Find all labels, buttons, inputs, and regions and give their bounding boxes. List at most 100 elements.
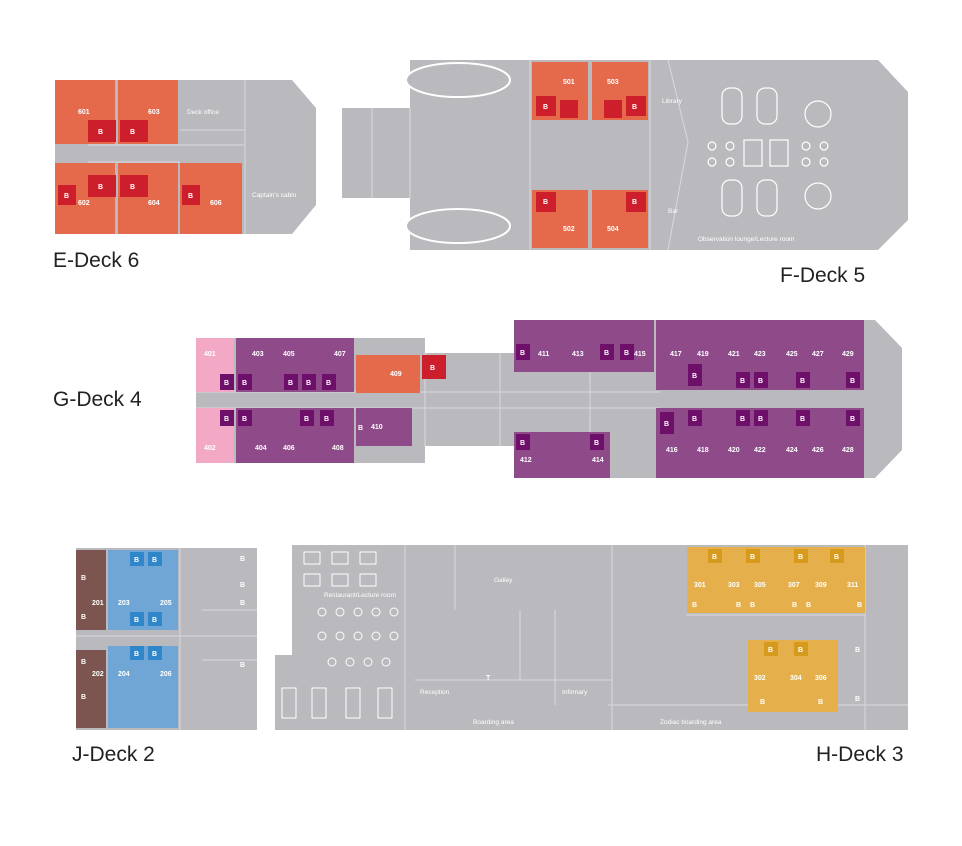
bed-marker: B xyxy=(98,129,103,136)
cabin-label: 203 xyxy=(118,600,130,607)
toilet-marker: T xyxy=(486,675,491,682)
bed-marker: B xyxy=(64,193,69,200)
bathroom-block xyxy=(626,96,646,116)
bathroom-blocks xyxy=(130,552,162,660)
bed-marker: B xyxy=(800,378,805,385)
bed-marker: B xyxy=(543,199,548,206)
area-label-deck-office: Deck office xyxy=(187,109,219,116)
bed-marker: B xyxy=(800,416,805,423)
bed-marker: B xyxy=(81,694,86,701)
cabin-label: 503 xyxy=(607,79,619,86)
lounge-tables xyxy=(707,87,832,217)
bed-markers: B B B B B B B B B B B B B B xyxy=(81,556,245,701)
area-label-reception: Reception xyxy=(420,689,450,696)
bed-marker: B xyxy=(692,373,697,380)
cabin-label: 604 xyxy=(148,200,160,207)
deck-h3: 301 303 305 307 309 311 302 304 306 B B … xyxy=(275,545,908,730)
bed-marker: B xyxy=(324,416,329,423)
bed-markers: B B B B B B B B B B B B B B B B B B B B … xyxy=(224,350,855,447)
bed-marker: B xyxy=(855,647,860,654)
area-label-observation: Observation lounge/Lecture room xyxy=(698,236,794,243)
bed-marker: B xyxy=(624,350,629,357)
bed-marker: B xyxy=(240,582,245,589)
bathroom-block xyxy=(560,100,578,118)
bed-marker: B xyxy=(798,554,803,561)
bathroom-block xyxy=(120,120,148,142)
bed-marker: B xyxy=(692,416,697,423)
deck-f5: 501 503 502 504 B B B B Library Bar Obse… xyxy=(342,59,908,251)
area-label-bar: Bar xyxy=(668,208,679,215)
cabin-label: 411 xyxy=(538,351,549,358)
bed-marker: B xyxy=(768,647,773,654)
cabin-label: 405 xyxy=(283,351,295,358)
bathroom-block xyxy=(88,175,116,197)
cabin-label: 606 xyxy=(210,200,222,207)
bed-marker: B xyxy=(240,600,245,607)
bed-marker: B xyxy=(712,554,717,561)
cabin-label: 415 xyxy=(634,351,646,358)
cabin-label: 204 xyxy=(118,671,130,678)
cabin-label: 408 xyxy=(332,445,344,452)
deck-j2: 201 203 205 202 204 206 B B B B B B B B … xyxy=(76,548,257,730)
bed-marker: B xyxy=(130,129,135,136)
deck-j2-hull-lines xyxy=(76,548,257,730)
cabin-409-area xyxy=(356,355,420,393)
bed-marker: B xyxy=(224,380,229,387)
cabin-label: 403 xyxy=(252,351,264,358)
bed-marker: B xyxy=(594,440,599,447)
bed-marker: B xyxy=(818,699,823,706)
bed-marker: B xyxy=(152,617,157,624)
cabin-label: 413 xyxy=(572,351,584,358)
cabin-label: 422 xyxy=(754,447,766,454)
bathroom-block xyxy=(536,192,556,212)
bed-marker: B xyxy=(750,554,755,561)
bed-marker: B xyxy=(242,380,247,387)
cabin-row-gold xyxy=(748,640,838,712)
bed-marker: B xyxy=(188,193,193,200)
cabin-label: 427 xyxy=(812,351,824,358)
cabin-label: 425 xyxy=(786,351,798,358)
cabin-label: 406 xyxy=(283,445,295,452)
lifeboat xyxy=(405,208,511,244)
bed-marker: B xyxy=(81,614,86,621)
bed-marker: B xyxy=(855,696,860,703)
bed-marker: B xyxy=(604,350,609,357)
bed-marker: B xyxy=(632,104,637,111)
area-label-library: Library xyxy=(662,98,683,105)
area-label-boarding: Boarding area xyxy=(473,719,514,726)
cabin-label: 428 xyxy=(842,447,854,454)
cabin-202-area xyxy=(76,650,106,728)
bed-markers: B B B B B B B B B B B B B B B B xyxy=(692,554,862,706)
bed-marker: B xyxy=(740,416,745,423)
deck-title-f5: F-Deck 5 xyxy=(780,264,866,287)
bed-marker: B xyxy=(240,556,245,563)
cabin-label: 412 xyxy=(520,457,532,464)
cabin-label: 423 xyxy=(754,351,766,358)
cabin-label: 303 xyxy=(728,582,740,589)
bed-marker: B xyxy=(430,365,435,372)
bathroom-blocks xyxy=(220,344,860,450)
bathroom-block xyxy=(536,96,556,116)
cabin-label: 421 xyxy=(728,351,740,358)
area-label-captains-cabin: Captain's cabin xyxy=(252,192,297,199)
cabin-label: 502 xyxy=(563,226,575,233)
cabin-label: 424 xyxy=(786,447,798,454)
bathroom-block xyxy=(120,175,148,197)
cabin-label: 404 xyxy=(255,445,267,452)
cabin-label: 418 xyxy=(697,447,709,454)
cabin-label: 304 xyxy=(790,675,802,682)
deck-g4: 401 403 405 407 409 411 413 415 417 419 … xyxy=(196,320,902,478)
bed-marker: B xyxy=(520,350,525,357)
area-label-infirmary: Infirmary xyxy=(562,689,588,696)
bathroom-block xyxy=(182,185,200,205)
deck-title-g4: G-Deck 4 xyxy=(53,388,142,411)
cabin-label: 205 xyxy=(160,600,172,607)
cabin-label: 402 xyxy=(204,445,216,452)
bed-marker: B xyxy=(850,416,855,423)
bed-marker: B xyxy=(288,380,293,387)
bathroom-block xyxy=(604,100,622,118)
cabin-label: 206 xyxy=(160,671,172,678)
bed-marker: B xyxy=(81,659,86,666)
deck-e6: 601 603 602 604 606 Deck office Captain'… xyxy=(55,80,316,234)
